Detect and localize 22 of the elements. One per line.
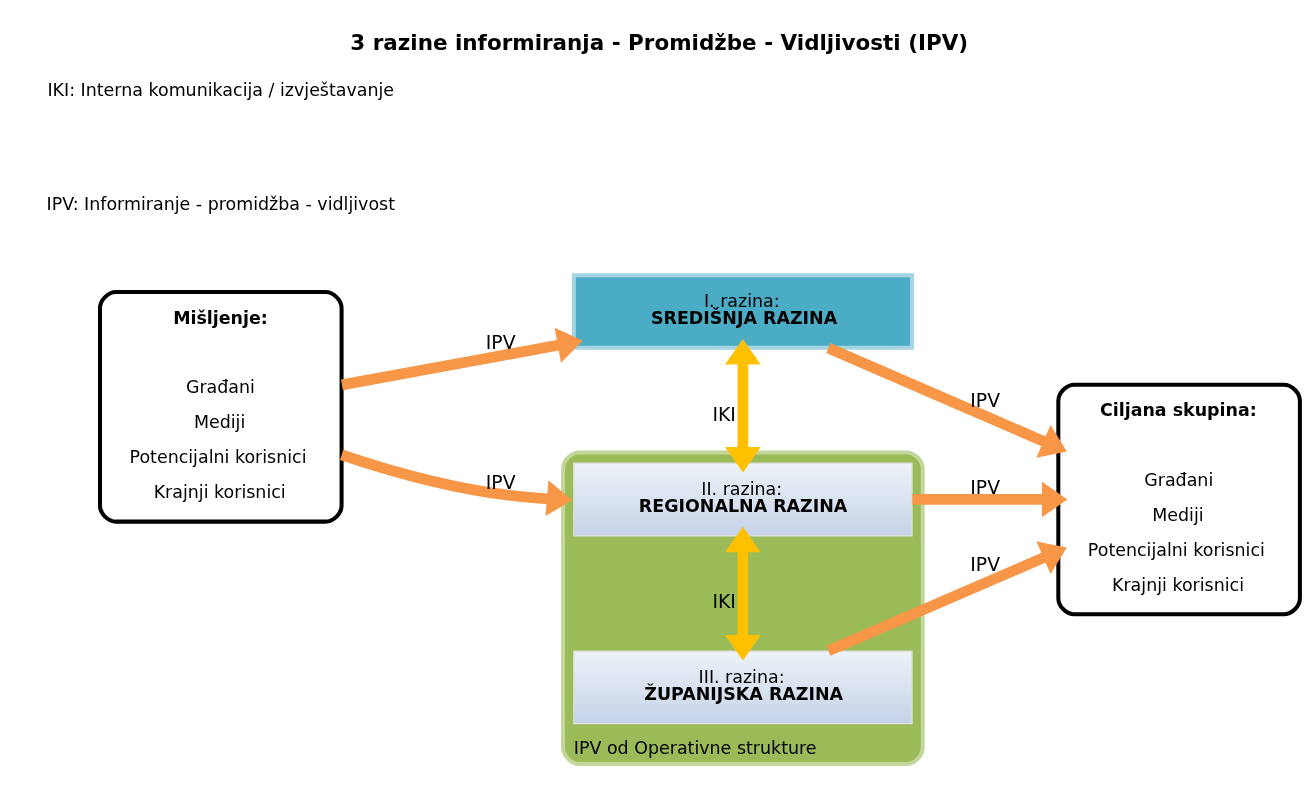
label: IKI: Interna komunikacija / izvještavanje: [47, 79, 395, 100]
node-box: I. razina: SREDIŠNJA RAZINA: [571, 272, 915, 350]
arrow: [340, 327, 583, 390]
node-box: Ciljana skupina: Građani Mediji Potencijalni korisnici Krajnji korisnici: [1056, 382, 1302, 616]
label: IPV: Informiranje - promidžba - vidljivost: [46, 193, 396, 214]
edge-label: IPV: [485, 471, 516, 493]
edge-label: IPV: [970, 389, 1001, 411]
arrow: [339, 449, 573, 516]
arrow: [912, 481, 1068, 517]
arrow: [725, 338, 761, 472]
arrow: [725, 526, 761, 660]
arrow: [826, 540, 1067, 656]
edge-label: IKI: [712, 590, 736, 612]
edge-label: IPV: [485, 331, 516, 353]
node-box: Mišljenje: Građani Mediji Potencijalni korisnici Krajnji korisnici: [97, 289, 344, 524]
edge-label: IKI: [712, 402, 736, 424]
node-box: III. razina: ŽUPANIJSKA RAZINA: [573, 650, 913, 724]
node-box: II. razina: REGIONALNA RAZINA: [573, 462, 913, 536]
arrow: [826, 342, 1067, 458]
diagram-title: 3 razine informiranja - Promidžbe - Vidljivosti (IPV): [350, 29, 969, 55]
edge-label: IPV: [970, 476, 1001, 498]
edge-label: IPV: [970, 553, 1001, 575]
